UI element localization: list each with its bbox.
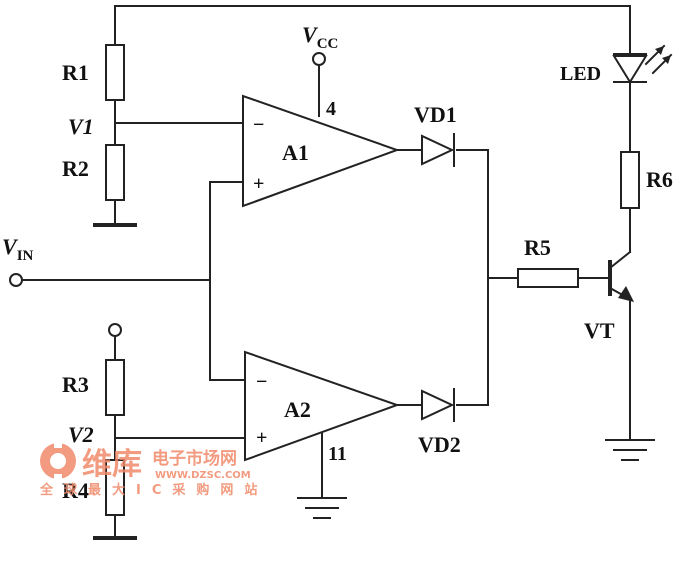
opamp-a1 bbox=[242, 94, 400, 208]
label-vd1: VD1 bbox=[414, 102, 457, 127]
terminal-vin bbox=[9, 273, 23, 287]
led-diode bbox=[612, 44, 673, 84]
label-vcc: VCC bbox=[302, 22, 338, 52]
label-a2: A2 bbox=[284, 397, 311, 422]
wires bbox=[21, 5, 631, 539]
watermark-logo-icon bbox=[40, 440, 76, 482]
wire-top-rail bbox=[114, 5, 631, 53]
ground-a2 bbox=[297, 497, 347, 519]
opamp-a2 bbox=[244, 350, 400, 462]
label-v1: V1 bbox=[68, 114, 94, 139]
resistor-r6 bbox=[620, 151, 640, 209]
label-r5: R5 bbox=[524, 235, 551, 260]
resistor-r2 bbox=[105, 144, 125, 201]
ground-vt bbox=[605, 439, 655, 461]
wire-vd1-out bbox=[456, 149, 489, 406]
label-r2: R2 bbox=[62, 156, 89, 181]
resistor-r3 bbox=[105, 359, 125, 416]
label-v2: V2 bbox=[68, 422, 94, 447]
label-r4: R4 bbox=[62, 478, 89, 503]
watermark-slogan: 全球最大IC采购网站 bbox=[39, 482, 268, 498]
label-r1: R1 bbox=[62, 60, 89, 85]
terminal-r3-top bbox=[108, 323, 122, 337]
watermark-logo-text: 维库 bbox=[82, 447, 142, 482]
label-vt: VT bbox=[584, 318, 615, 343]
resistor-r5 bbox=[517, 268, 579, 288]
label-a1: A1 bbox=[282, 140, 309, 165]
label-r3: R3 bbox=[62, 372, 89, 397]
label-r6: R6 bbox=[646, 167, 673, 192]
label-pin11: 11 bbox=[328, 443, 347, 465]
watermark-url: WWW.DZSC.COM bbox=[155, 470, 251, 481]
label-a2-minus: − bbox=[256, 371, 267, 393]
watermark-tagline: 电子市场网 bbox=[152, 448, 237, 469]
diode-vd1 bbox=[421, 133, 455, 167]
terminal-vcc bbox=[312, 52, 326, 66]
label-a2-plus: + bbox=[256, 427, 267, 449]
label-vd2: VD2 bbox=[418, 432, 461, 457]
label-pin4: 4 bbox=[326, 98, 336, 120]
diode-vd2 bbox=[421, 388, 455, 422]
watermark: 维库 电子市场网 WWW.DZSC.COM 全球最大IC采购网站 bbox=[39, 440, 268, 498]
label-vin: VIN bbox=[2, 234, 34, 264]
label-a1-plus: + bbox=[253, 173, 264, 195]
resistor-r4 bbox=[105, 459, 125, 516]
transistor-vt bbox=[608, 250, 634, 302]
label-a1-minus: − bbox=[253, 114, 264, 136]
resistor-r1 bbox=[105, 44, 125, 101]
label-led: LED bbox=[560, 63, 601, 85]
